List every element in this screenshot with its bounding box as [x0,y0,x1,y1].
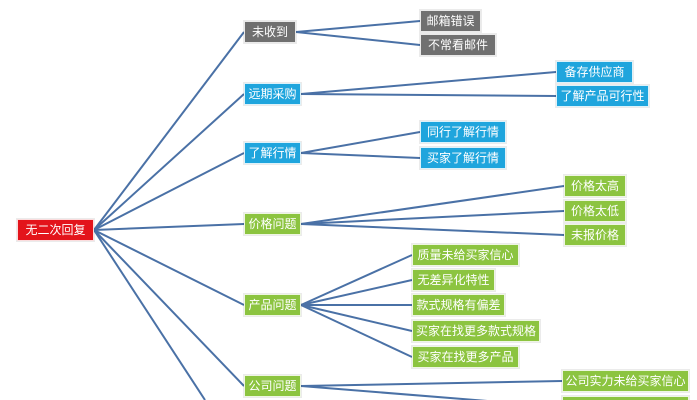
child-link-product-1 [300,279,413,306]
child-link-price-1 [300,210,565,225]
child-link-market-0 [300,131,421,154]
root-link-cropped [93,229,206,400]
root-link-price [93,223,245,231]
branch-node-company: 公司问题 [244,375,301,397]
branch-node-price: 价格问题 [244,213,301,235]
child-link-company-1 [300,385,488,400]
root-node: 无二次回复 [17,219,94,241]
leaf-node-company-0: 公司实力未给买家信心 [562,370,689,392]
branch-node-product: 产品问题 [244,294,301,316]
child-link-company-0 [300,380,563,387]
root-link-product [93,229,245,306]
child-link-product-3 [300,304,413,332]
leaf-node-market-1: 买家了解行情 [420,147,506,169]
child-link-price-0 [300,185,565,225]
child-link-product-4 [300,304,413,358]
branch-node-market: 了解行情 [244,142,301,164]
child-link-price-2 [300,223,565,236]
child-link-unreceived-1 [295,31,421,46]
leaf-node-product-2: 款式规格有偏差 [412,294,505,316]
leaf-node-price-1: 价格太低 [564,200,626,222]
branch-node-long-term: 远期采购 [244,83,301,105]
child-link-unreceived-0 [295,20,421,33]
child-link-product-0 [300,254,413,306]
leaf-node-market-0: 同行了解行情 [420,121,506,143]
child-link-market-1 [300,152,421,159]
root-link-long-term [93,93,245,231]
root-link-market [93,152,245,231]
leaf-node-company-1 [562,396,689,400]
leaf-node-product-1: 无差异化特性 [412,269,495,291]
leaf-node-unreceived-1: 不常看邮件 [420,34,496,56]
leaf-node-price-2: 未报价格 [564,224,626,246]
leaf-node-product-3: 买家在找更多款式规格 [412,320,540,342]
leaf-node-long-term-1: 了解产品可行性 [556,85,649,107]
leaf-node-unreceived-0: 邮箱错误 [420,10,481,32]
leaf-node-long-term-0: 备存供应商 [556,61,633,83]
root-link-unreceived [93,31,245,231]
leaf-node-product-0: 质量未给买家信心 [412,244,519,266]
root-link-company [93,229,245,387]
child-link-long-term-1 [300,93,557,97]
branch-node-unreceived: 未收到 [244,21,296,43]
leaf-node-price-0: 价格太高 [564,175,626,197]
leaf-node-product-4: 买家在找更多产品 [412,346,519,368]
child-link-long-term-0 [300,71,557,95]
